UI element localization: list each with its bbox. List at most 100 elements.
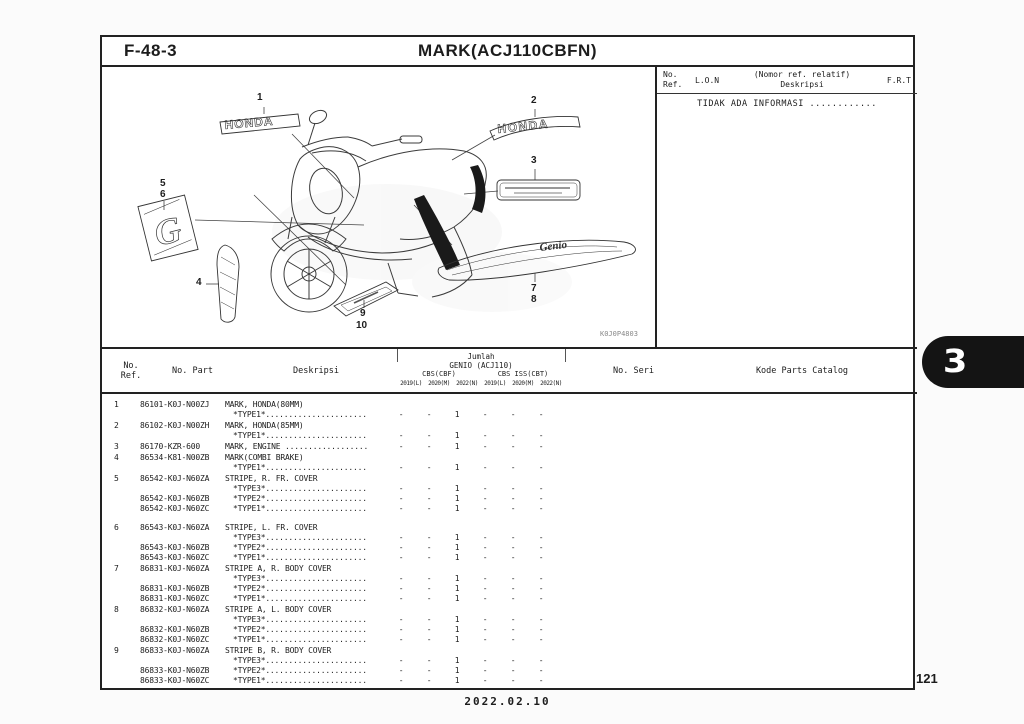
no-seri-cell: [555, 474, 692, 484]
g-sticker: G: [137, 194, 199, 262]
ref-cell: [102, 553, 140, 563]
ref-cell: 4: [114, 453, 119, 462]
part-number-cell: [140, 484, 225, 494]
part-number-cell: [140, 410, 225, 420]
kode-cell: [692, 400, 917, 410]
quantity-cell: -: [398, 553, 404, 562]
quantity-cell: [499, 605, 527, 615]
table-row: *TYPE3*......................--1---: [102, 533, 917, 543]
ref-cell: [102, 666, 140, 676]
quantity-cell: [443, 564, 471, 574]
quantity-cell: -: [398, 615, 404, 624]
no-seri-cell: [555, 594, 692, 604]
col-group-cbs: CBS(CBF): [422, 370, 456, 378]
kode-cell: [692, 504, 917, 514]
ref-cell: [102, 625, 140, 635]
table-row: *TYPE1*......................--1---: [102, 431, 917, 441]
quantity-cell: -: [398, 410, 404, 419]
page-code: F-48-3: [124, 41, 178, 60]
quantity-cell: -: [398, 494, 404, 503]
part-number-cell: [140, 431, 225, 441]
quantity-cell: [471, 453, 499, 463]
quantity-cell: -: [538, 504, 544, 513]
quantity-cell: -: [482, 656, 488, 665]
quantity-cell: -: [510, 666, 516, 675]
quantity-cell: -: [426, 584, 432, 593]
col-no: No.: [123, 361, 139, 371]
kode-cell: [692, 453, 917, 463]
quantity-cell: [387, 453, 415, 463]
quantity-cell: -: [482, 431, 488, 440]
description-cell: *TYPE3*......................: [233, 533, 367, 542]
quantity-cell: -: [426, 431, 432, 440]
no-seri-cell: [555, 453, 692, 463]
col-group-cbs-iss: CBS ISS(CBT): [497, 370, 549, 378]
quantity-cell: 1: [454, 533, 460, 542]
ref-cell: [102, 410, 140, 420]
page-number: 121: [916, 671, 938, 686]
col-years: 2019(L) 2020(M) 2022(N) 2019(L) 2020(M) …: [397, 380, 565, 387]
ref-cell: 8: [114, 605, 119, 614]
kode-cell: [692, 676, 917, 686]
quantity-cell: -: [510, 625, 516, 634]
ref-cell: 1: [114, 400, 119, 409]
quantity-cell: 1: [454, 410, 460, 419]
quantity-cell: -: [510, 431, 516, 440]
col-model: GENIO (ACJ110): [449, 361, 513, 370]
quantity-cell: -: [426, 553, 432, 562]
ref-cell: [102, 615, 140, 625]
table-row: *TYPE1*......................--1---: [102, 463, 917, 473]
ref-cell: 9: [114, 646, 119, 655]
part-number-cell: 86542-K0J-N60ZB: [140, 494, 210, 503]
table-row: 86832-K0J-N60ZB*TYPE2*..................…: [102, 625, 917, 635]
table-row: 86831-K0J-N60ZB*TYPE2*..................…: [102, 584, 917, 594]
description-cell: STRIPE, R. FR. COVER: [225, 474, 318, 483]
table-row: *TYPE1*......................--1---: [102, 410, 917, 420]
year-col: 2019(L): [400, 380, 422, 387]
quantity-cell: [527, 564, 555, 574]
ref-cell: [102, 463, 140, 473]
table-row: *TYPE3*......................--1---: [102, 615, 917, 625]
year-col: 2020(M): [512, 380, 534, 387]
parts-table: No. Ref. No. Part Deskripsi Jumlah GENIO…: [102, 347, 917, 690]
quantity-cell: -: [482, 666, 488, 675]
quantity-cell: -: [538, 533, 544, 542]
quantity-cell: -: [426, 635, 432, 644]
quantity-cell: -: [426, 410, 432, 419]
part-number-cell: 86832-K0J-N60ZC: [140, 635, 210, 644]
part-number-cell: 86542-K0J-N60ZA: [140, 474, 210, 483]
description-cell: STRIPE A, R. BODY COVER: [225, 564, 332, 573]
ref-cell: [102, 533, 140, 543]
description-cell: *TYPE2*......................: [233, 543, 367, 552]
no-seri-cell: [555, 635, 692, 645]
quantity-cell: -: [482, 484, 488, 493]
ref-cell: 3: [114, 442, 119, 451]
svg-text:HONDA: HONDA: [497, 117, 550, 136]
no-seri-cell: [555, 564, 692, 574]
no-seri-cell: [555, 410, 692, 420]
quantity-cell: [443, 646, 471, 656]
description-cell: MARK, ENGINE ..................: [225, 442, 369, 451]
quantity-cell: [415, 453, 443, 463]
quantity-cell: [527, 523, 555, 533]
table-row: 86543-K0J-N60ZC*TYPE1*..................…: [102, 553, 917, 563]
honda-mark-1: HONDA: [219, 113, 301, 135]
no-seri-cell: [555, 484, 692, 494]
no-seri-cell: [555, 605, 692, 615]
ref-cell: [102, 574, 140, 584]
info-table: No. Ref. L.O.N (Nomor ref. relatif) Desk…: [655, 67, 917, 347]
part-number-cell: 86101-K0J-N00ZJ: [140, 400, 210, 409]
quantity-cell: -: [538, 484, 544, 493]
scooter-drawing: [270, 109, 487, 313]
quantity-cell: -: [482, 553, 488, 562]
callout-label: 6: [160, 189, 166, 200]
quantity-cell: -: [538, 615, 544, 624]
callout-label: 8: [531, 294, 537, 305]
quantity-cell: [387, 474, 415, 484]
quantity-cell: [471, 421, 499, 431]
quantity-cell: [443, 453, 471, 463]
table-row: *TYPE3*......................--1---: [102, 484, 917, 494]
